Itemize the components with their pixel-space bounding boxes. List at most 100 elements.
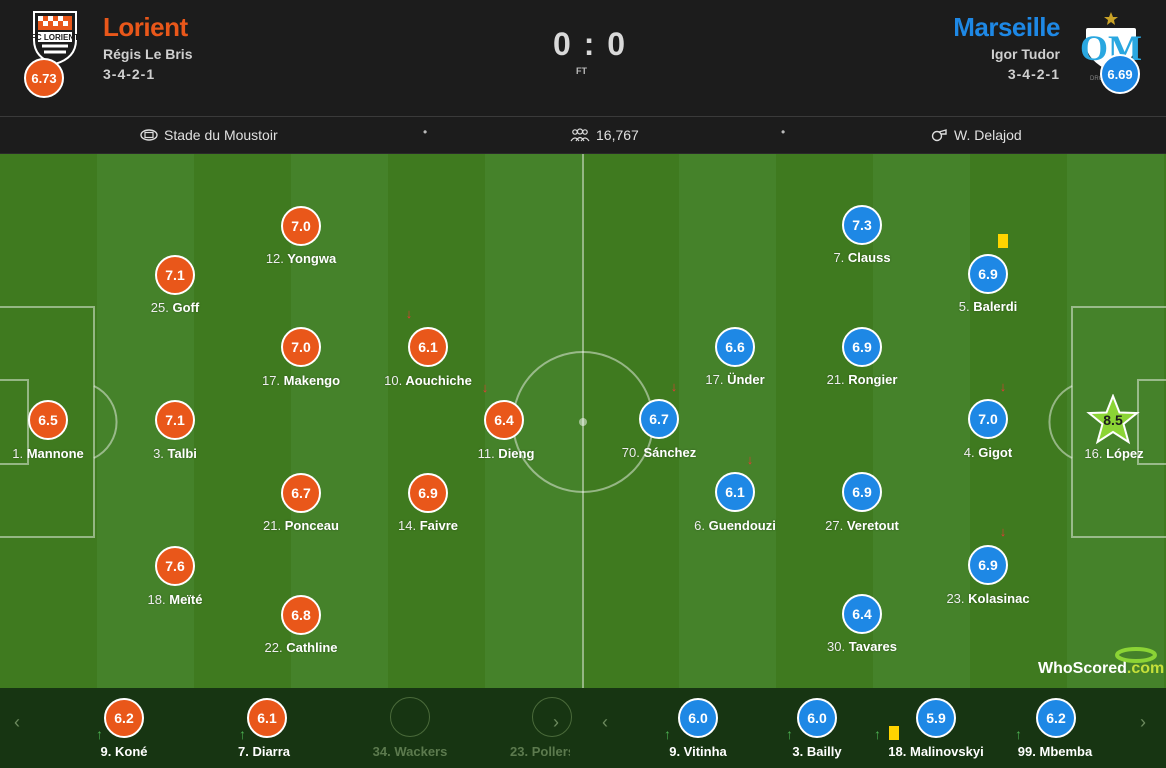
sub-rating[interactable]: 6.0 [678,698,718,738]
player-name[interactable]: 21. Ponceau [263,518,339,533]
player-rating[interactable]: 6.9 [842,327,882,367]
player-name[interactable]: 1. Mannone [12,446,84,461]
player-rating[interactable]: 6.9 [968,254,1008,294]
sub-number: 23. [510,744,529,759]
whoscored-logo[interactable]: WhoScored.com [1038,647,1164,678]
player-name[interactable]: 4. Gigot [964,445,1012,460]
lorient-crest-icon[interactable]: FC LORIENT [30,10,80,66]
sub-rating[interactable]: 6.2 [1036,698,1076,738]
player-name[interactable]: 7. Clauss [833,250,890,265]
player-rating[interactable]: 7.1 [155,255,195,295]
sub-rating[interactable]: 6.0 [797,698,837,738]
player-rating[interactable]: 6.9 [408,473,448,513]
away-team-name[interactable]: Marseille [953,12,1060,42]
player-rating[interactable]: 7.1 [155,400,195,440]
sub-name[interactable]: 34. Wackers [373,744,448,759]
sub-rating[interactable]: 6.2 [104,698,144,738]
player-name[interactable]: 17. Ünder [705,372,764,387]
player-name[interactable]: 3. Talbi [153,446,197,461]
player-rating[interactable]: 6.8 [281,595,321,635]
player-rating[interactable]: 6.5 [28,400,68,440]
away-formation: 3-4-2-1 [1007,66,1060,82]
sub-off-arrow-icon: ↓ [405,306,413,321]
whoscored-brand: WhoScored [1038,660,1127,677]
player-name[interactable]: 70. Sánchez [622,445,696,460]
player-number: 23. [946,591,965,606]
player-rating[interactable]: 6.7 [639,399,679,439]
player-rating[interactable]: 6.1 [408,327,448,367]
player-number: 17. [705,372,724,387]
sub-rating[interactable]: 6.1 [247,698,287,738]
sub-surname: Diarra [252,744,291,759]
player-number: 18. [147,592,166,607]
player-number: 21. [263,518,282,533]
bench-away-next-button[interactable]: › [1140,712,1146,732]
player-rating[interactable]: 7.0 [968,399,1008,439]
player-number: 27. [825,518,844,533]
bench-away-prev-button[interactable]: ‹ [602,712,608,732]
sub-name[interactable]: 23. Pollers [510,744,570,759]
player-name[interactable]: 23. Kolasinac [946,591,1029,606]
player-name[interactable]: 22. Cathline [265,640,338,655]
player-name[interactable]: 18. Meïté [148,592,203,607]
player-rating[interactable]: 6.4 [484,400,524,440]
player-number: 17. [261,373,281,388]
player-rating[interactable]: 7.0 [281,206,321,246]
sub-name[interactable]: 99. Mbemba [1018,744,1092,759]
sub-number: 18. [888,744,907,759]
home-team-name[interactable]: Lorient [103,12,188,42]
player-rating[interactable]: 6.6 [715,327,755,367]
away-coach: Igor Tudor [991,46,1060,62]
player-rating[interactable]: 6.4 [842,594,882,634]
whoscored-wave-icon [1115,647,1157,663]
sub-surname: Vitinha [683,744,727,759]
player-surname: Talbi [167,446,197,461]
man-of-the-match-star-icon[interactable] [1086,394,1140,446]
player-name[interactable]: 16. López [1084,446,1143,461]
player-name[interactable]: 14. Faivre [398,518,458,533]
yellow-card-icon [889,726,899,740]
player-name[interactable]: 6. Guendouzi [694,518,776,533]
player-rating[interactable]: 6.9 [968,545,1008,585]
sub-name[interactable]: 7. Diarra [238,744,290,759]
player-name[interactable]: 5. Balerdi [959,299,1018,314]
stadium-name: Stade du Moustoir [164,127,278,143]
player-name[interactable]: 17. Makengo [262,373,340,388]
referee-info: W. Delajod [930,127,1022,143]
sub-surname: Pollers [531,744,570,759]
separator: • [423,125,428,139]
player-name[interactable]: 30. Tavares [827,639,897,654]
sub-rating[interactable]: 5.9 [916,698,956,738]
player-rating[interactable]: 8.5 [1103,412,1123,428]
player-surname: Makengo [283,373,341,388]
player-rating[interactable]: 7.6 [155,546,195,586]
home-coach: Régis Le Bris [103,46,193,62]
player-name[interactable]: 27. Veretout [825,518,899,533]
player-surname: Mannone [26,446,84,461]
sub-name[interactable]: 3. Bailly [792,744,841,759]
player-name[interactable]: 25. Goff [151,300,199,315]
player-number: 14. [397,518,417,533]
player-rating[interactable]: 6.7 [281,473,321,513]
player-rating[interactable]: 7.0 [281,327,321,367]
sub-surname: Koné [114,744,148,759]
yellow-card-icon [998,234,1008,248]
player-name[interactable]: 21. Rongier [827,372,898,387]
sub-name[interactable]: 9. Vitinha [669,744,727,759]
player-rating[interactable]: 6.9 [842,472,882,512]
bench-home-prev-button[interactable]: ‹ [14,712,20,732]
sub-name[interactable]: 18. Malinovskyi [888,744,983,759]
unused-sub-placeholder [390,697,430,737]
player-rating[interactable]: 7.3 [842,205,882,245]
player-surname: Cathline [286,640,338,655]
sub-number: 9. [100,744,112,759]
player-rating[interactable]: 6.1 [715,472,755,512]
sub-on-arrow-icon: ↑ [96,726,103,742]
player-number: 10. [384,373,403,388]
player-surname: Dieng [498,446,535,461]
player-surname: Meïté [169,592,203,607]
sub-name[interactable]: 9. Koné [101,744,148,759]
player-name[interactable]: 12. Yongwa [266,251,336,266]
player-name[interactable]: 10. Aouchiche [384,373,472,388]
player-name[interactable]: 11. Dieng [478,446,535,461]
